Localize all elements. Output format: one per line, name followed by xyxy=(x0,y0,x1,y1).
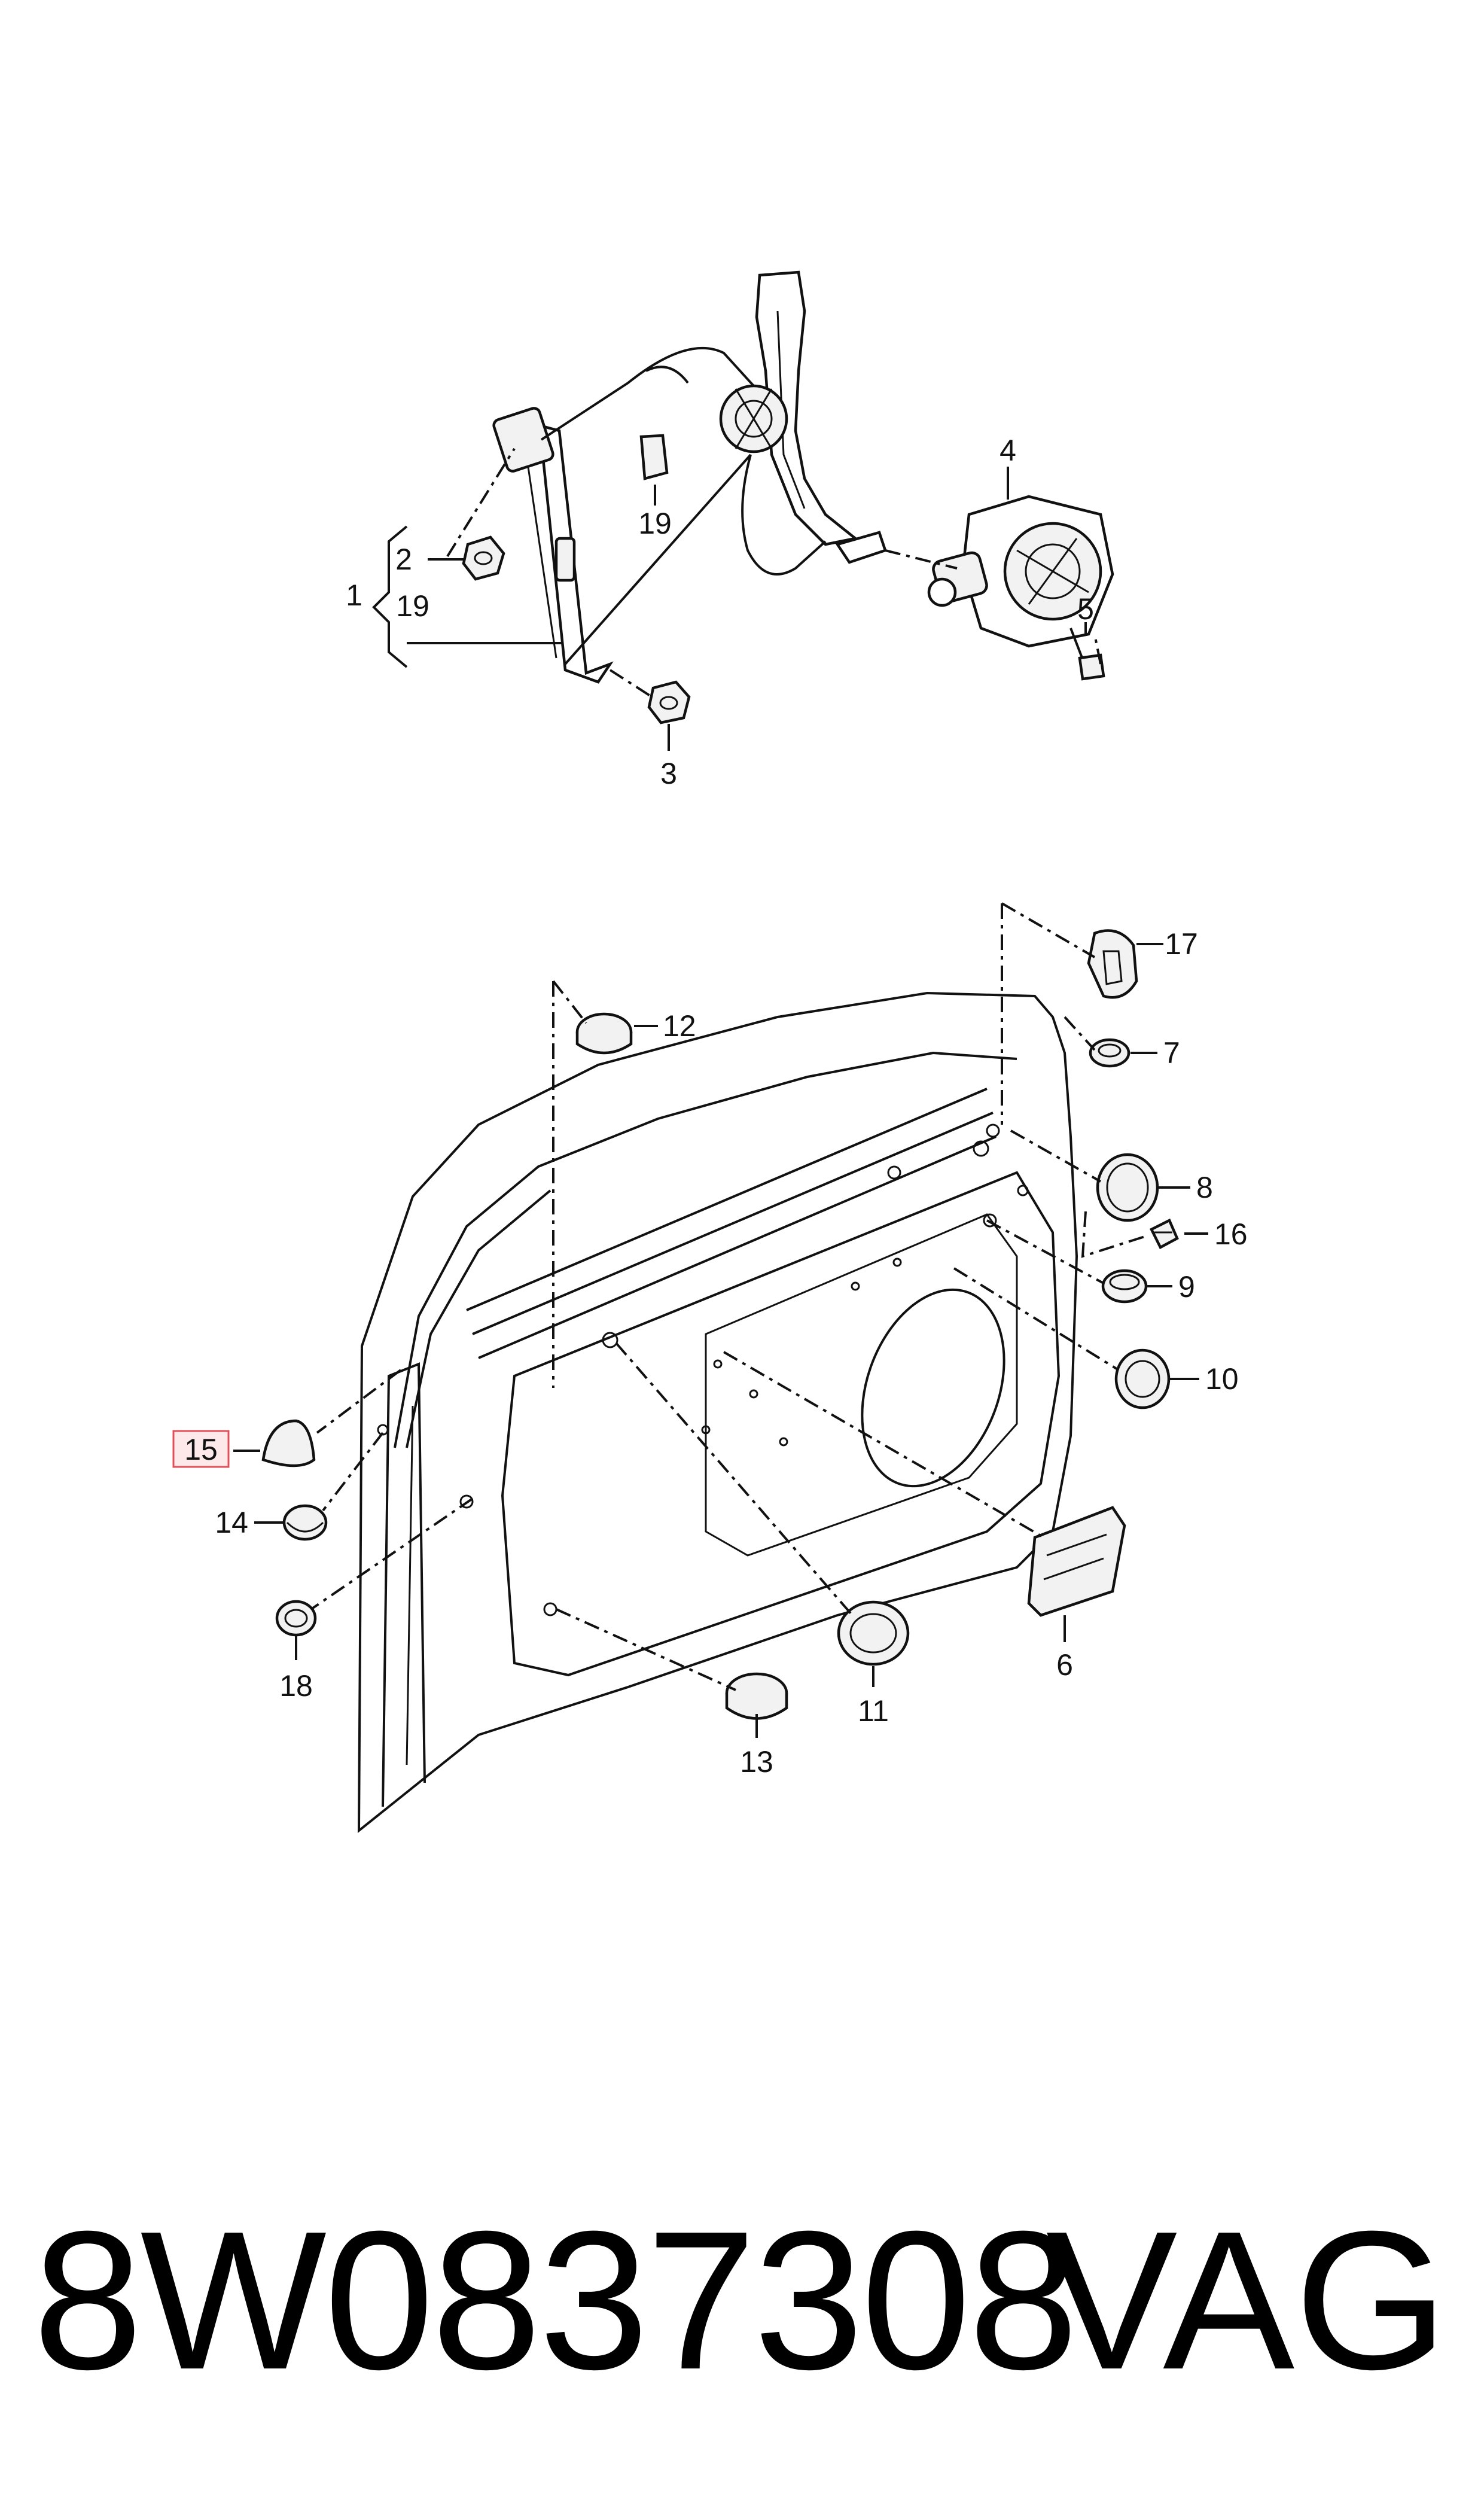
callout-13: 13 xyxy=(740,1745,773,1779)
callout-1: 1 xyxy=(346,578,362,612)
callout-17: 17 xyxy=(1165,927,1198,961)
callout-11: 11 xyxy=(858,1694,889,1728)
plug-11 xyxy=(837,1600,910,1666)
callout-18: 18 xyxy=(279,1669,313,1703)
callout-14: 14 xyxy=(215,1506,248,1539)
leader-lines-lower xyxy=(233,902,1208,1738)
cap-13 xyxy=(725,1672,788,1720)
plug-14 xyxy=(282,1504,328,1541)
bolt-drawing xyxy=(1069,628,1105,681)
window-regulator-drawing xyxy=(492,270,887,684)
nut-drawing-3 xyxy=(647,680,691,724)
leader-lines-upper xyxy=(372,447,1102,751)
cap-12 xyxy=(575,1012,633,1055)
callout-labels: 1 2 19 19 3 4 5 17 12 7 8 16 9 10 15 14 … xyxy=(172,434,1248,1779)
callout-15: 15 xyxy=(184,1433,218,1466)
grommet-18 xyxy=(275,1600,317,1637)
parts-diagram: 1 2 19 19 3 4 5 17 12 7 8 16 9 10 15 14 … xyxy=(172,270,1248,1834)
callout-19-clip: 19 xyxy=(638,507,672,540)
callout-19-left: 19 xyxy=(396,589,429,623)
plug-9 xyxy=(1101,1269,1148,1304)
callout-10: 10 xyxy=(1205,1362,1239,1396)
window-motor-drawing xyxy=(927,495,1114,648)
callout-5: 5 xyxy=(1077,592,1094,626)
callout-7: 7 xyxy=(1163,1036,1180,1070)
grommet-17 xyxy=(1087,929,1138,999)
plug-7 xyxy=(1089,1038,1130,1068)
door-shell-drawing xyxy=(357,991,1078,1834)
callout-3: 3 xyxy=(660,757,677,790)
clip-16 xyxy=(1149,1218,1179,1250)
callout-12: 12 xyxy=(663,1009,696,1043)
control-unit-6 xyxy=(1027,1506,1126,1617)
part-number: 8W0837308 xyxy=(33,2190,1078,2410)
callout-4: 4 xyxy=(1000,434,1016,467)
callout-16: 16 xyxy=(1214,1217,1248,1251)
callout-9: 9 xyxy=(1178,1270,1195,1304)
callout-8: 8 xyxy=(1196,1171,1213,1204)
plug-10 xyxy=(1114,1348,1171,1409)
grommet-8 xyxy=(1096,1153,1159,1222)
nut-drawing-2 xyxy=(462,535,505,581)
trim-cap-15 xyxy=(261,1419,316,1467)
callout-6: 6 xyxy=(1056,1648,1073,1682)
callout-2: 2 xyxy=(395,543,412,576)
brand-label: VAG xyxy=(1046,2190,1448,2410)
callout-15-highlight xyxy=(172,1430,230,1468)
